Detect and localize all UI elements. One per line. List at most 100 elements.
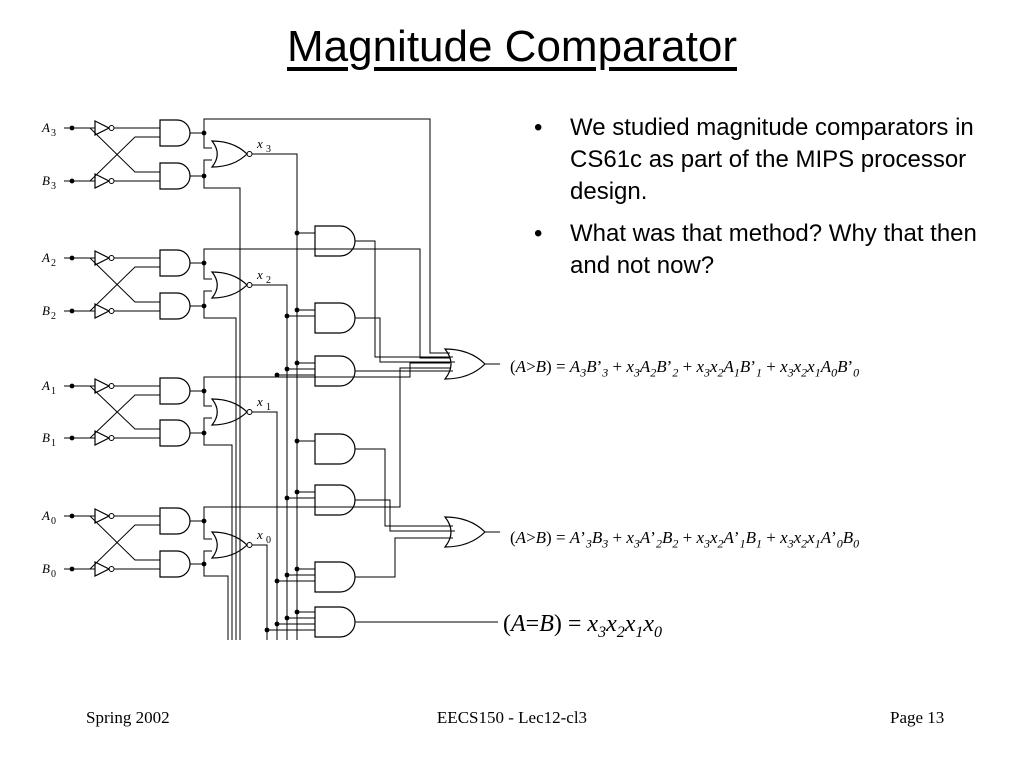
wire [252, 411, 278, 640]
less-than-equation: (A>B) = A’3B3 + x3A’2B2 + x3x2A’1B1 + x3… [510, 528, 860, 551]
inverter [94, 508, 111, 524]
inverter [94, 430, 111, 446]
and-gate [159, 119, 191, 147]
wire [190, 262, 212, 280]
input-label-a-sub: 2 [51, 258, 56, 269]
input-label-a: A [41, 508, 50, 523]
input-label-b-sub: 3 [51, 181, 56, 192]
wire [72, 524, 160, 570]
junction-dot [284, 313, 290, 319]
junction-dot [294, 360, 300, 366]
x-label: x [256, 527, 263, 542]
wire [72, 515, 160, 561]
junction-dot [294, 489, 300, 495]
and-gate [159, 162, 191, 190]
and-gate [159, 292, 191, 320]
input-label-a: A [41, 120, 50, 135]
junction-dot [294, 566, 300, 572]
footer-left: Spring 2002 [86, 708, 170, 727]
wire [203, 176, 241, 640]
equality-equation: (A=B) = x3x2x1x0 [503, 611, 663, 641]
wire [72, 394, 160, 439]
wire [355, 537, 453, 578]
x-label-sub: 2 [266, 275, 271, 286]
junction-dot [274, 621, 280, 627]
input-label-b-sub: 0 [51, 569, 56, 580]
wire [203, 564, 229, 640]
slide-title: Magnitude Comparator [286, 22, 737, 71]
wire [203, 306, 237, 640]
wire [203, 367, 450, 521]
bullet-marker: • [534, 114, 543, 141]
footer-center: EECS150 - Lec12-cl3 [436, 708, 588, 727]
and-gate [314, 484, 356, 516]
wire [72, 136, 160, 182]
wire [203, 362, 450, 391]
x-label-sub: 3 [266, 144, 271, 155]
input-label-a-sub: 3 [51, 128, 56, 139]
wire [203, 433, 233, 640]
inverter [94, 378, 111, 394]
and-gate [159, 419, 191, 447]
wire [252, 544, 268, 640]
wire [72, 385, 160, 430]
input-label-b: B [42, 561, 50, 576]
wire [252, 284, 288, 640]
inverter [94, 303, 111, 319]
and-gate [159, 507, 191, 535]
wire [355, 317, 455, 363]
input-label-a: A [41, 378, 50, 393]
and-gate [314, 606, 356, 638]
wire [355, 240, 453, 358]
or-gate [210, 398, 248, 426]
junction-dot [294, 609, 300, 615]
x-label-sub: 0 [266, 535, 271, 546]
inverter [94, 561, 111, 577]
input-label-b-sub: 2 [51, 311, 56, 322]
wire [190, 159, 212, 177]
wire [190, 520, 212, 540]
input-label-b-sub: 1 [51, 438, 56, 449]
junction-dot [264, 627, 270, 633]
junction-dot [274, 578, 280, 584]
wire [190, 550, 212, 565]
bullet-marker: • [534, 219, 543, 247]
x-label: x [256, 394, 263, 409]
input-label-a-sub: 0 [51, 516, 56, 527]
bullet-item: • What was that method? Why that then an… [528, 218, 998, 282]
wire [190, 290, 212, 307]
wire [355, 448, 453, 527]
footer-right: Page 13 [890, 708, 945, 727]
and-gate [314, 302, 356, 334]
or-gate [443, 516, 486, 548]
junction-dot [274, 372, 280, 378]
x-label: x [256, 136, 263, 151]
wire [203, 118, 450, 354]
bullet-item: • We studied magnitude comparators in CS… [528, 112, 998, 208]
wire [190, 417, 212, 434]
junction-dot [284, 572, 290, 578]
x-label-sub: 1 [266, 402, 271, 413]
input-label-b: B [42, 303, 50, 318]
junction-dot [294, 230, 300, 236]
x-label: x [256, 267, 263, 282]
input-label-b: B [42, 430, 50, 445]
wire [355, 499, 455, 532]
bullet-list: • We studied magnitude comparators in CS… [528, 112, 998, 292]
and-gate [159, 550, 191, 578]
wire [203, 248, 450, 359]
inverter [94, 250, 111, 266]
wire [252, 153, 298, 640]
junction-dot [284, 495, 290, 501]
or-gate [210, 531, 248, 559]
and-gate [314, 225, 356, 257]
and-gate [159, 377, 191, 405]
input-label-a-sub: 1 [51, 386, 56, 397]
or-gate [210, 271, 248, 299]
and-gate [314, 561, 356, 593]
and-gate [314, 433, 356, 465]
junction-dot [294, 438, 300, 444]
wire [72, 266, 160, 312]
and-gate [159, 249, 191, 277]
